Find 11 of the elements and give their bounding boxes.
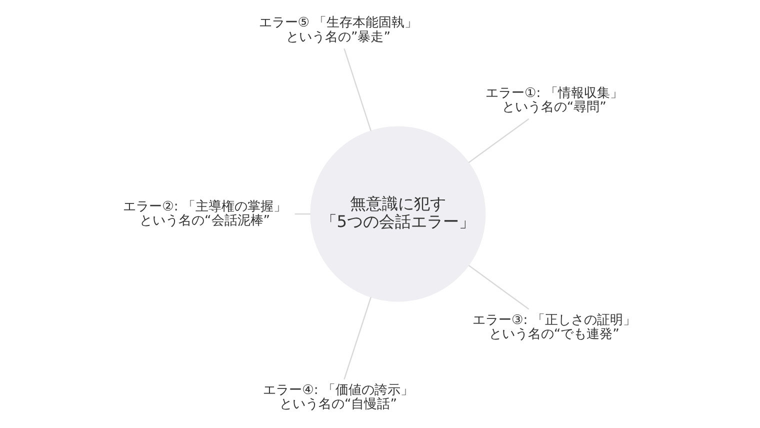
connector <box>294 213 310 215</box>
connector <box>468 118 530 164</box>
connector <box>344 48 372 131</box>
node-text: エラー②: 「主導権の掌握」 という名の“会話泥棒” <box>123 199 286 228</box>
node-text: エラー④: 「価値の誇示」 という名の“自慢話” <box>263 383 414 412</box>
node-circle: 無意識に犯す 「5つの会話エラー」 <box>310 126 486 302</box>
connector <box>344 297 372 380</box>
node-text: エラー③: 「正しさの証明」 という名の“でも連発” <box>472 312 636 342</box>
node-text: エラー⑤ 「生存本能固執」 という名の”暴走” <box>258 16 418 45</box>
connector <box>468 264 530 310</box>
node-text: エラー①: 「情報収集」 という名の“尋問” <box>485 86 623 115</box>
